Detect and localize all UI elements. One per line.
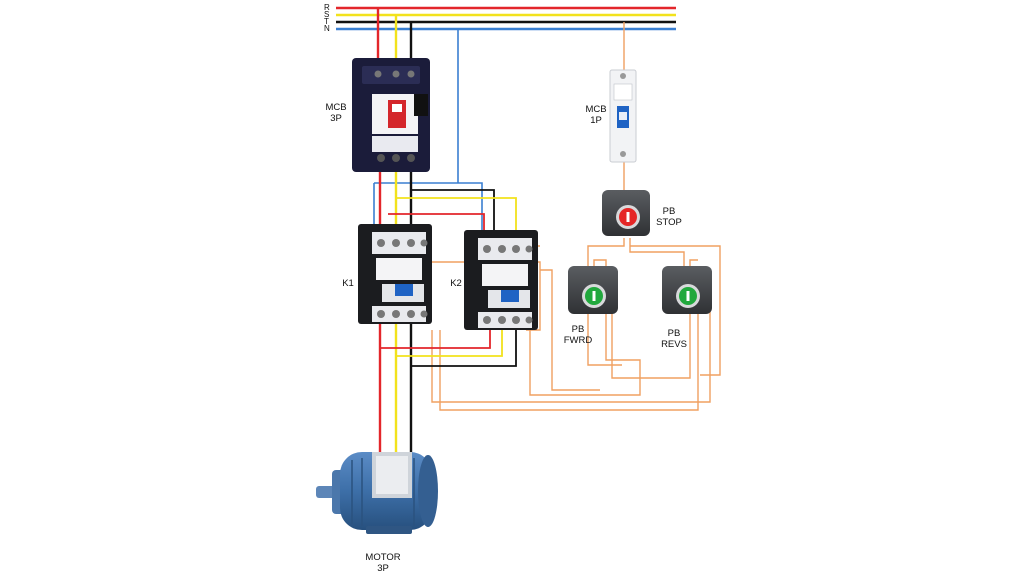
mcb1p-label-line2: 1P [590,115,602,126]
pb-stop-label-line2: STOP [656,217,682,228]
pb-rev-label-line1: PB [667,328,681,339]
contactor-k2-icon [464,230,538,330]
motor-label-line2: 3P [377,563,389,574]
motor-label: MOTOR 3P [358,552,408,574]
pb-rev-label-line2: REVS [661,339,687,350]
forward-pushbutton-icon [568,266,618,314]
mcb1p-label-line1: MCB [585,104,607,115]
control-wiring [425,22,721,411]
pb-fwd-label: PB FWRD [558,324,598,346]
bus-label-t: T [324,17,329,26]
pb-rev-label: PB REVS [654,328,694,350]
mcb3p-label: MCB 3P [318,102,354,124]
k2-label: K2 [450,278,462,289]
stop-pushbutton-icon [602,190,650,236]
motor-label-line1: MOTOR [365,552,401,563]
pb-fwd-label-line2: FWRD [563,335,593,346]
bus-label-n: N [324,24,330,33]
pb-stop-label-line1: PB [662,206,676,217]
contactor-k1-icon [358,224,432,324]
power-wiring [373,8,517,470]
bus-label-s: S [324,10,330,19]
miniature-breaker-icon [609,69,637,163]
motor-circuit-breaker-icon [352,58,430,172]
bus-label-r: R [324,3,330,12]
k1-label: K1 [342,278,354,289]
reverse-pushbutton-icon [662,266,712,314]
mcb3p-label-line2: 3P [330,113,342,124]
mcb1p-label: MCB 1P [580,104,612,126]
three-phase-motor-icon [316,452,438,534]
bus-bars [336,6,676,31]
pb-fwd-label-line1: PB [571,324,585,335]
pb-stop-label: PB STOP [652,206,686,228]
mcb3p-label-line1: MCB [325,102,347,113]
